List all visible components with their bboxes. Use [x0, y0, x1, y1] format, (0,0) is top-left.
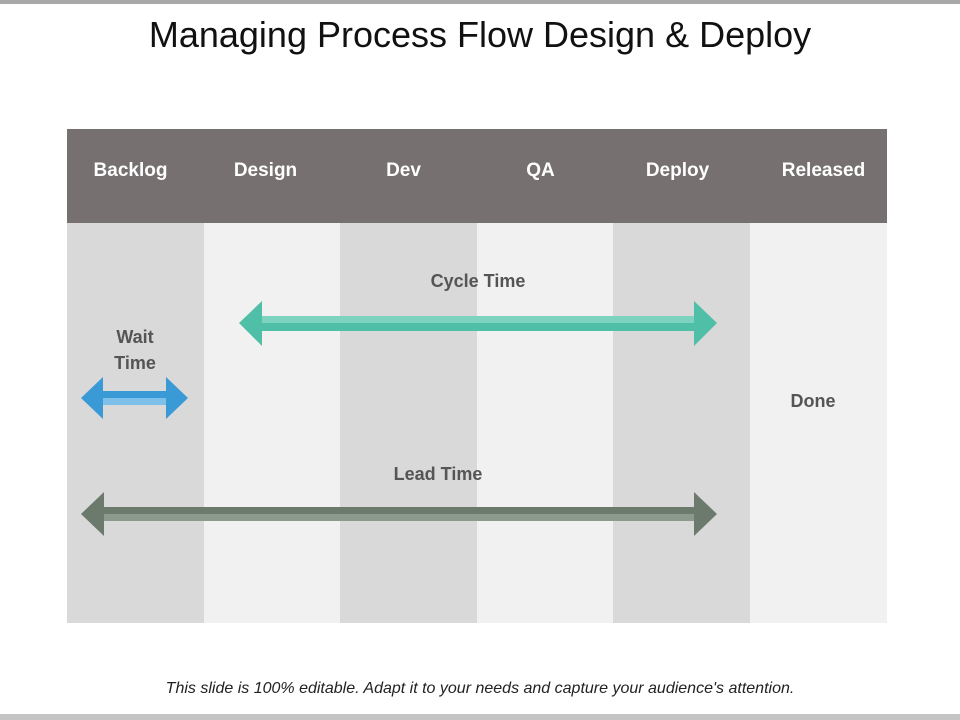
lane-released — [750, 223, 887, 623]
lead-time-arrow — [81, 492, 717, 536]
wait-time-label-line2: Time — [114, 353, 156, 373]
column-header-qa: QA — [526, 160, 555, 181]
column-header-design: Design — [233, 160, 298, 181]
lane-backlog — [67, 223, 204, 623]
cycle-time-label: Cycle Time — [430, 271, 526, 291]
column-header-deploy: Deploy — [645, 160, 710, 181]
top-border — [0, 0, 960, 4]
lane-design — [204, 223, 340, 623]
lead-time-label: Lead Time — [393, 464, 483, 484]
lane-dev — [340, 223, 477, 623]
column-header-dev: Dev — [386, 160, 421, 181]
lane-qa — [477, 223, 613, 623]
wait-time-label-line1: Wait — [116, 327, 154, 347]
column-header-released: Released — [781, 160, 866, 181]
slide-footer: This slide is 100% editable. Adapt it to… — [165, 680, 795, 697]
done-label: Done — [790, 391, 836, 411]
bottom-border — [0, 714, 960, 720]
process-board: Backlog Design Dev QA Deploy Released — [67, 129, 887, 623]
column-header-backlog: Backlog — [93, 160, 168, 181]
lane-deploy — [613, 223, 750, 623]
slide-title: Managing Process Flow Design & Deploy — [148, 14, 812, 55]
header-bar — [67, 129, 887, 223]
cycle-time-arrow — [239, 301, 717, 346]
wait-time-arrow — [81, 377, 188, 419]
